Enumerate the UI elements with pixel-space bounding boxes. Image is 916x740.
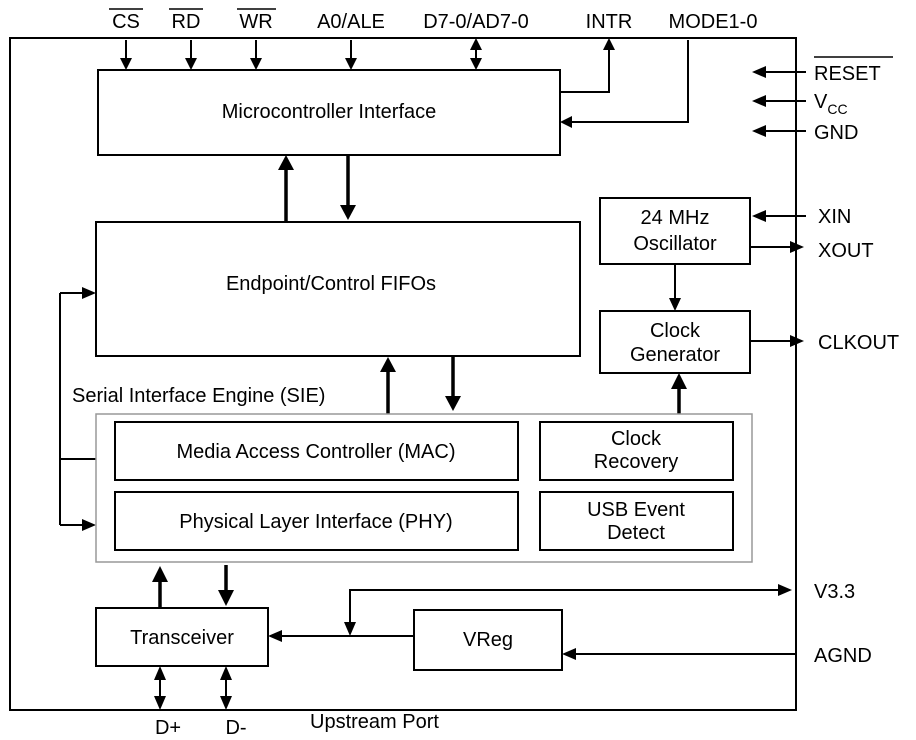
pin-wr-label: WR <box>239 11 272 33</box>
oscillator-label-line2: Oscillator <box>633 233 717 255</box>
fifo-sie-arrows <box>380 356 461 414</box>
mcu-interface-block <box>97 69 561 156</box>
sie-label: Serial Interface Engine (SIE) <box>72 385 325 407</box>
clock-generator-label-line1: Clock <box>650 320 701 342</box>
fifo-label: Endpoint/Control FIFOs <box>226 273 436 295</box>
bottom-pin-arrows <box>154 666 232 710</box>
pin-vcc-subscript: CC <box>827 101 847 117</box>
pin-reset-label: RESET <box>814 63 881 85</box>
sie-transceiver-arrows <box>152 565 234 608</box>
mcu-interface-label: Microcontroller Interface <box>222 101 437 123</box>
oscillator-block <box>599 197 751 265</box>
pin-vcc-label: VCC <box>814 91 848 117</box>
clock-recovery-block <box>539 421 734 481</box>
top-input-arrows <box>120 40 357 70</box>
mac-label: Media Access Controller (MAC) <box>177 441 456 463</box>
chip-outline <box>9 37 797 711</box>
clock-generator-label-line2: Generator <box>630 344 720 366</box>
usb-event-detect-label-line1: USB Event <box>587 499 685 521</box>
agnd-arrow <box>562 648 796 660</box>
sie-clkgen-arrow <box>671 373 687 414</box>
pin-mode-label: MODE1-0 <box>669 11 758 33</box>
upstream-port-label: Upstream Port <box>310 711 439 733</box>
vreg-transceiver-arrow <box>268 630 414 642</box>
pin-xin-label: XIN <box>818 206 851 228</box>
pin-v33-label: V3.3 <box>814 581 855 603</box>
phy-block <box>114 491 519 551</box>
pin-dplus-label: D+ <box>155 717 181 739</box>
mode-arrow <box>560 40 689 128</box>
mac-block <box>114 421 519 481</box>
intr-arrow <box>560 38 615 93</box>
pin-xout-label: XOUT <box>818 240 874 262</box>
pin-dminus-label: D- <box>225 717 246 739</box>
pin-gnd-label: GND <box>814 122 858 144</box>
data-bus-arrow <box>470 38 482 70</box>
v33-line <box>344 584 792 636</box>
pin-a0ale-label: A0/ALE <box>317 11 385 33</box>
pin-agnd-label: AGND <box>814 645 872 667</box>
pin-d70-label: D7-0/AD7-0 <box>423 11 529 33</box>
osc-clkgen-arrow <box>669 264 681 311</box>
usb-event-detect-block <box>539 491 734 551</box>
vreg-block <box>413 609 563 671</box>
fifo-block <box>95 221 581 357</box>
pin-vcc-main: V <box>814 91 828 113</box>
transceiver-label: Transceiver <box>130 627 234 649</box>
transceiver-block <box>95 607 269 667</box>
mcu-fifo-arrows <box>278 155 356 222</box>
pin-intr-label: INTR <box>586 11 633 33</box>
pin-cs-label: CS <box>112 11 140 33</box>
usb-event-detect-label-line2: Detect <box>607 522 665 544</box>
right-pin-arrows <box>750 66 806 347</box>
oscillator-label-line1: 24 MHz <box>641 207 710 229</box>
vreg-label: VReg <box>463 629 513 651</box>
pin-rd-label: RD <box>172 11 201 33</box>
clock-recovery-label-line1: Clock <box>611 428 662 450</box>
pin-clkout-label: CLKOUT <box>818 332 899 354</box>
phy-label: Physical Layer Interface (PHY) <box>179 511 452 533</box>
clock-recovery-label-line2: Recovery <box>594 451 678 473</box>
